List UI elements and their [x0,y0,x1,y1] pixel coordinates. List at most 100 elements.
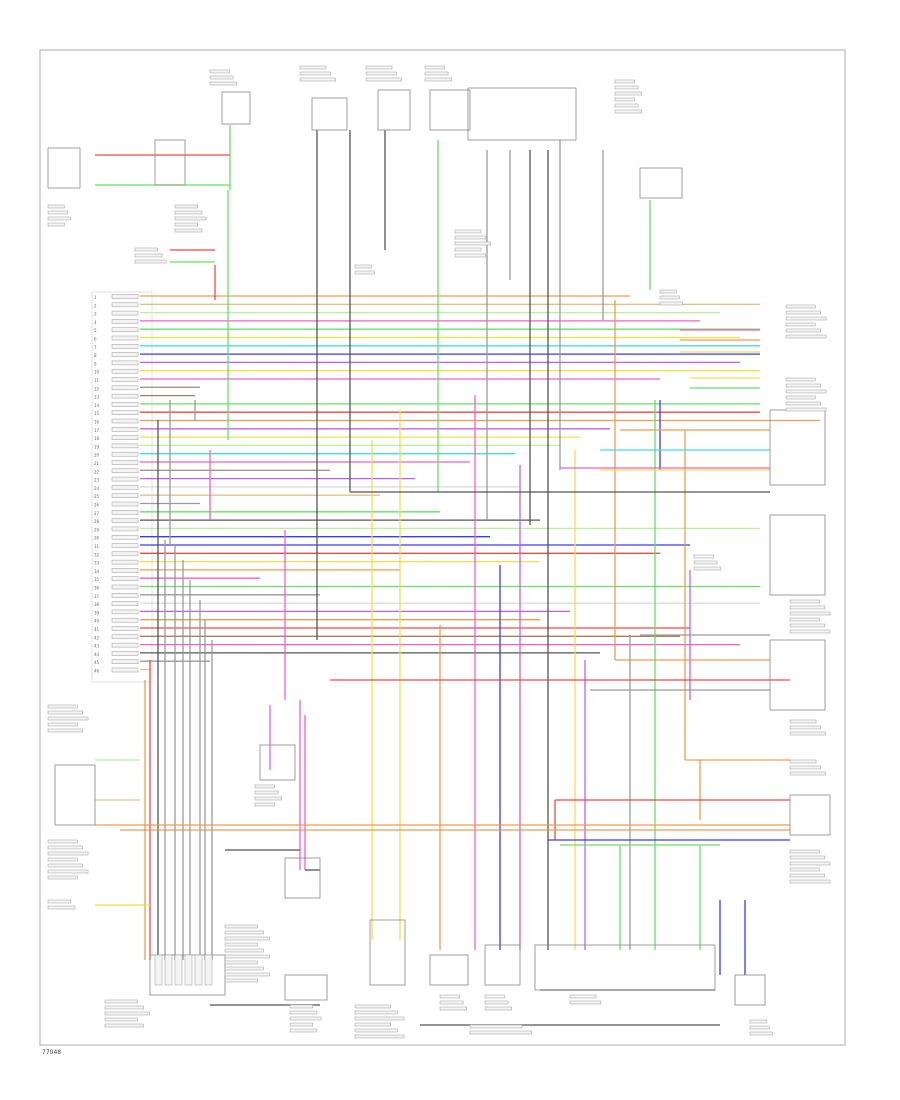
pin-number: 7 [94,345,97,350]
pin-wire-color-box [111,327,139,332]
pin-number: 44 [94,652,100,657]
component-label-line [254,796,282,801]
component-label-line [785,328,821,333]
component-label-line [174,216,207,221]
component-label-line [614,97,635,102]
pin-wire-color-box [111,593,139,598]
pin-number: 6 [94,337,97,342]
component-label-line [454,229,482,234]
pin-wire-color-box [111,443,139,449]
pin-number: 39 [94,610,100,615]
component-label-line [104,1017,138,1022]
component-label-line [289,1016,322,1021]
component-label-line [749,1025,770,1030]
valve-body-block [534,944,716,991]
turbine-sensor-box [734,974,766,1006]
component-label-line [439,994,460,999]
component-label-line [354,270,375,275]
component-label-line [47,728,83,733]
component-label-line [47,216,71,221]
component-label-line [174,228,203,233]
component-label-line [47,839,78,844]
component-label-line [454,247,482,252]
pin-wire-color-box [111,294,139,299]
pin-number: 35 [94,577,100,582]
component-label-line [659,289,677,294]
component-label-line [47,722,78,727]
component-label-line [693,566,721,571]
pin-number: 37 [94,594,100,599]
pin-number: 30 [94,536,100,541]
component-label-line [224,924,258,929]
fuse-box-top [221,91,251,125]
component-label-line [614,109,642,114]
pin-wire-color-box [111,352,139,357]
pin-number: 13 [94,395,100,400]
pin-wire-color-box [111,634,139,640]
component-label-line [439,1006,467,1011]
component-label-line [789,725,822,730]
pin-number: 24 [94,486,100,491]
pin-number: 40 [94,619,100,624]
pin-number: 31 [94,544,100,549]
resistor-box [284,974,328,1001]
pin-number: 2 [94,303,97,308]
pin-number: 21 [94,461,100,466]
component-label-line [47,875,78,880]
component-label-line [104,1005,144,1010]
component-label-line [785,310,821,315]
pin-wire-color-box [111,559,139,565]
component-label-line [569,994,597,999]
component-labels [47,65,831,1039]
pin-number: 4 [94,320,97,325]
component-label-line [174,222,198,227]
component-label-line [224,978,258,983]
component-label-line [47,863,83,868]
component-label-line [785,377,816,382]
component-label-line [354,264,372,269]
component-label-line [484,1006,512,1011]
pin-label-column: 1234567891011121314151617181920212223242… [94,294,139,674]
pin-number: 11 [94,378,100,383]
pin-number: 1 [94,295,97,300]
component-label-line [454,241,491,246]
pin-number: 36 [94,586,100,591]
component-label-line [354,1010,398,1015]
component-label-line [789,861,831,866]
component-label-line [789,759,817,764]
pin-wire-color-box [111,310,139,316]
pressure-switch-box [789,794,831,836]
switch-box [429,89,471,131]
component-label-line [785,383,821,388]
component-label-line [365,71,398,76]
pressure-solenoid [429,954,469,986]
component-label-line [289,1004,313,1009]
pin-wire-color-box [111,617,139,623]
pin-number: 20 [94,453,100,458]
pin-wire-color-box [111,302,139,308]
pin-number: 41 [94,627,100,632]
component-label-line [209,81,237,86]
component-label-line [789,765,822,770]
component-label-line [299,71,332,76]
component-label-line [424,77,452,82]
component-label-line [289,1010,318,1015]
component-label-line [785,304,816,309]
component-label-line [224,936,270,941]
component-label-line [354,1034,405,1039]
pin-number: 22 [94,469,100,474]
component-label-line [47,845,83,850]
pin-wire-color-box [111,493,139,498]
component-label-line [789,719,817,724]
component-label-line [354,1016,405,1021]
pin-wire-color-box [111,551,139,557]
tcm-pin-cavity [184,954,193,986]
component-label-line [789,599,820,604]
component-label-line [224,972,270,977]
pin-wire-color-box [111,476,139,482]
pin-wire-color-box [111,335,139,341]
pin-wire-color-box [111,609,139,615]
ground-module-box [259,744,296,781]
component-label-line [47,869,89,874]
pin-wire-color-box [111,568,139,573]
